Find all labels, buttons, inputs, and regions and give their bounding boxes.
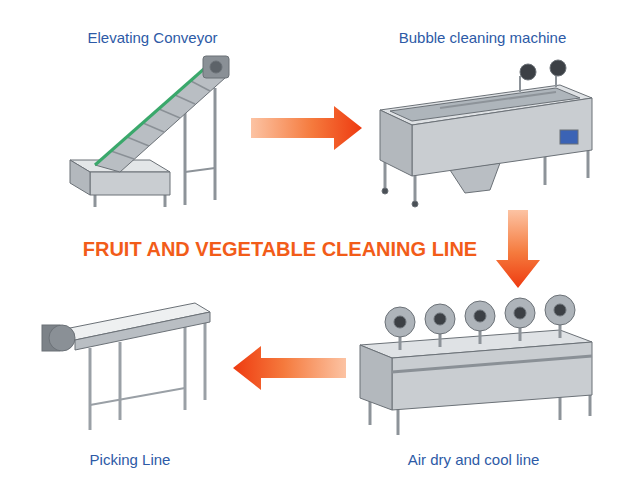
- machine-label: Elevating Conveyor: [83, 28, 221, 48]
- picking-line-figure: [42, 303, 210, 430]
- leg: [214, 88, 217, 200]
- wheel: [382, 188, 388, 194]
- bubble-cleaner-figure: [380, 60, 592, 207]
- post: [519, 76, 521, 92]
- leg: [204, 316, 207, 400]
- spray-bar: [440, 92, 556, 108]
- machine-node: Air dry and cool line: [352, 292, 595, 470]
- flow-arrow: [251, 106, 362, 150]
- flow-arrow: [496, 210, 540, 288]
- leg: [184, 100, 187, 205]
- belt-side: [75, 312, 210, 350]
- pump-motor: [560, 130, 578, 144]
- fan: [520, 64, 536, 80]
- leg: [184, 320, 187, 410]
- fan: [550, 60, 566, 76]
- fan-row: [385, 295, 575, 350]
- diagram-title: FRUIT AND VEGETABLE CLEANING LINE: [83, 236, 477, 262]
- belt-cleats: [111, 81, 210, 159]
- hopper-front: [90, 172, 170, 195]
- leg: [89, 348, 92, 430]
- machine-label: Bubble cleaning machine: [395, 28, 571, 48]
- crossbar: [90, 388, 185, 405]
- hopper-side: [70, 160, 90, 195]
- leg: [544, 155, 547, 185]
- motor-cap: [210, 61, 222, 73]
- tank-side: [380, 110, 412, 176]
- wheel: [412, 201, 418, 207]
- crossbar: [185, 168, 215, 172]
- frame-side: [360, 345, 392, 410]
- leg: [397, 408, 400, 435]
- motor: [203, 56, 229, 78]
- chain-belt: [392, 356, 592, 372]
- tank-front: [412, 98, 592, 176]
- belt: [95, 68, 225, 172]
- air-dryer-figure: [360, 295, 592, 435]
- machine-node: Bubble cleaning machine: [370, 28, 595, 206]
- machine-node: Picking Line: [35, 292, 225, 470]
- machine-node: Elevating Conveyor: [60, 28, 245, 206]
- leg: [119, 342, 122, 420]
- side-rail: [95, 68, 205, 165]
- frame-front: [392, 342, 592, 410]
- elevating-conveyor-figure: [70, 56, 229, 207]
- machine-label: Air dry and cool line: [404, 450, 544, 470]
- leg: [587, 148, 590, 178]
- flow-arrow: [233, 346, 346, 390]
- motor: [49, 325, 75, 351]
- machine-label: Picking Line: [86, 450, 175, 470]
